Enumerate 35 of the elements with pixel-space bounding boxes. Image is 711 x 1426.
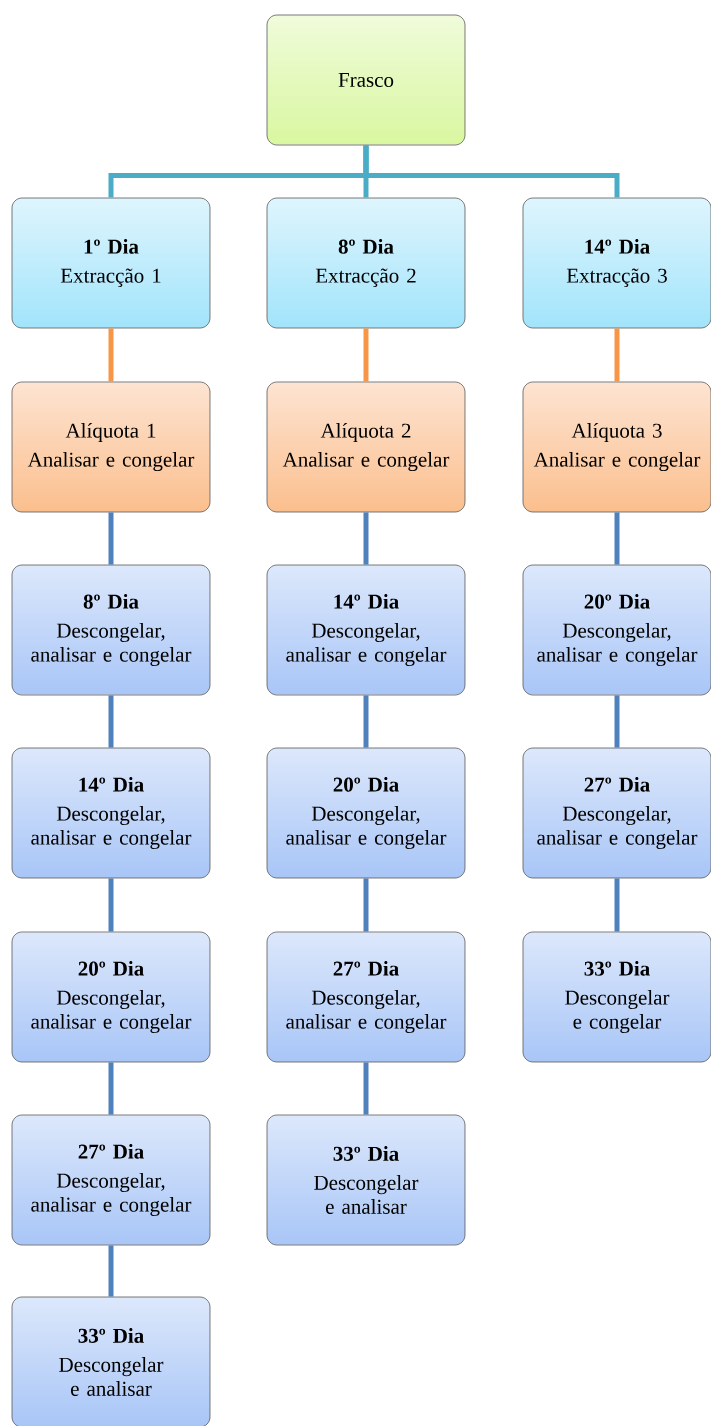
connector-line	[614, 695, 620, 748]
connector-line	[108, 1062, 114, 1115]
step-box: 27º Dia Descongelar, analisar e congelar	[266, 931, 466, 1063]
connector-line	[363, 328, 369, 382]
day-box: 14º Dia Extracção 3	[522, 197, 711, 329]
connector-line	[108, 512, 114, 565]
step-box: 33º Dia Descongelar e analisar	[11, 1296, 211, 1426]
connector-line	[363, 512, 369, 565]
step-box: 20º Dia Descongelar, analisar e congelar	[266, 747, 466, 879]
step-box: 33º Dia Descongelar e analisar	[266, 1114, 466, 1246]
connector-line	[614, 328, 620, 382]
step-box: 27º Dia Descongelar, analisar e congelar	[522, 747, 711, 879]
connector-line	[614, 512, 620, 565]
step-box: 33º Dia Descongelar e congelar	[522, 931, 711, 1063]
step-box: 20º Dia Descongelar, analisar e congelar	[522, 564, 711, 696]
step-box: 8º Dia Descongelar, analisar e congelar	[11, 564, 211, 696]
connector-line	[108, 328, 114, 382]
connector-line	[108, 695, 114, 748]
connector-line	[108, 878, 114, 932]
connector-line	[363, 695, 369, 748]
connector-line	[108, 1245, 114, 1297]
step-box: 14º Dia Descongelar, analisar e congelar	[11, 747, 211, 879]
aliquot-box: Alíquota 3 Analisar e congelar	[522, 381, 711, 513]
day-box: 8º Dia Extracção 2	[266, 197, 466, 329]
step-box: 27º Dia Descongelar, analisar e congelar	[11, 1114, 211, 1246]
aliquot-box: Alíquota 2 Analisar e congelar	[266, 381, 466, 513]
step-box: 20º Dia Descongelar, analisar e congelar	[11, 931, 211, 1063]
step-box: 14º Dia Descongelar, analisar e congelar	[266, 564, 466, 696]
aliquot-box: Alíquota 1 Analisar e congelar	[11, 381, 211, 513]
day-box: 1º Dia Extracção 1	[11, 197, 211, 329]
connector-line	[614, 878, 620, 932]
root-box: Frasco	[266, 14, 466, 146]
connector-line	[363, 145, 620, 198]
connector-line	[363, 1062, 369, 1115]
connector-line	[363, 878, 369, 932]
